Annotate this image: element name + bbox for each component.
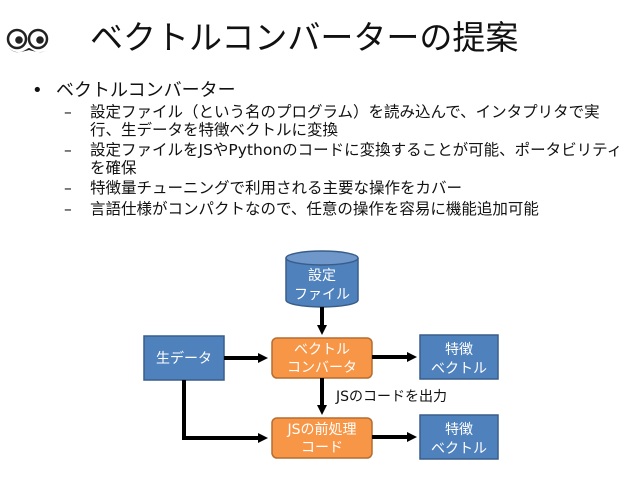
sub-bullet-text: 設定ファイル（という名のプログラム）を読み込んで、インタプリタで実行、生データを… [90, 103, 600, 139]
js-output-label: JSのコードを出力 [335, 389, 447, 405]
sub-bullet-item: – 設定ファイル（という名のプログラム）を読み込んで、インタプリタで実行、生デー… [30, 103, 630, 139]
sub-bullet-list: – 設定ファイル（という名のプログラム）を読み込んで、インタプリタで実行、生デー… [30, 103, 630, 219]
feature1-label-2: ベクトル [431, 361, 487, 377]
vector-converter-node: ベクトル コンバータ [271, 337, 373, 379]
config-file-label-2: ファイル [294, 287, 350, 303]
sub-bullet-text: 言語仕様がコンパクトなので、任意の操作を容易に機能追加可能 [90, 199, 539, 218]
sub-bullet-symbol: – [64, 103, 72, 121]
sub-bullet-item: – 設定ファイルをJSやPythonのコードに変換することが可能、ポータビリティ… [30, 141, 630, 177]
feature-vector-node-1: 特徴 ベクトル [419, 334, 499, 380]
feature1-label-1: 特徴 [445, 342, 473, 358]
bullet-symbol: • [32, 80, 43, 101]
converter-label-1: ベクトル [294, 342, 350, 358]
sub-bullet-symbol: – [64, 179, 72, 197]
bullet-item: • ベクトルコンバーター [30, 80, 630, 102]
raw-data-label: 生データ [156, 350, 212, 367]
sub-bullet-item: – 言語仕様がコンパクトなので、任意の操作を容易に機能追加可能 [30, 199, 630, 219]
sub-bullet-item: – 特徴量チューニングで利用される主要な操作をカバー [30, 179, 630, 198]
js-code-label-2: コード [301, 440, 343, 456]
feature-vector-node-2: 特徴 ベクトル [419, 414, 499, 460]
feature2-label-1: 特徴 [445, 422, 473, 438]
bullet-text: ベクトルコンバーター [56, 80, 236, 101]
logo-icon [6, 28, 49, 53]
feature2-label-2: ベクトル [431, 441, 487, 457]
js-preprocess-node: JSの前処理 コード [271, 417, 373, 459]
sub-bullet-text: 特徴量チューニングで利用される主要な操作をカバー [90, 179, 463, 197]
sub-bullet-text: 設定ファイルをJSやPythonのコードに変換することが可能、ポータビリティを確… [90, 141, 623, 177]
slide-title: ベクトルコンバーターの提案 [90, 18, 519, 57]
arrow-raw-to-js [182, 380, 268, 443]
sub-bullet-symbol: – [64, 141, 72, 159]
converter-label-2: コンバータ [287, 360, 357, 376]
config-file-node: 設定 ファイル [285, 250, 359, 308]
bullet-list: • ベクトルコンバーター – 設定ファイル（という名のプログラム）を読み込んで、… [30, 80, 630, 221]
raw-data-node: 生データ [143, 335, 225, 381]
sub-bullet-symbol: – [64, 199, 72, 218]
config-file-label-1: 設定 [308, 268, 336, 284]
js-code-label-1: JSの前処理 [286, 421, 356, 438]
